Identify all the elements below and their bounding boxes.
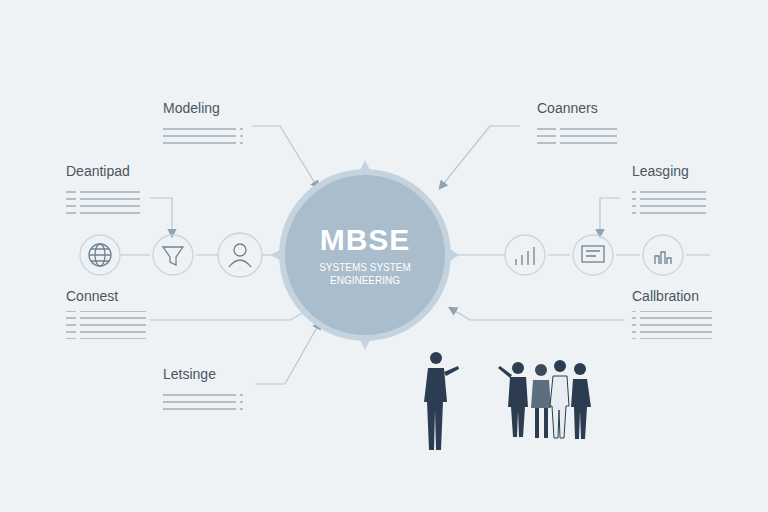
- center-circle: MBSE SYSTEMS SYSTEM ENGINEERING: [285, 175, 445, 335]
- ring-ticks: [270, 160, 460, 350]
- node-title: MBSE: [320, 223, 411, 257]
- section-heading: Modeling: [163, 100, 220, 116]
- section-heading: Coanners: [537, 100, 598, 116]
- node-subtitle: SYSTEMS SYSTEM ENGINEERING: [305, 261, 425, 287]
- section-heading: Connest: [66, 288, 118, 304]
- leader-lines: [120, 126, 710, 384]
- section-heading: Deantipad: [66, 163, 130, 179]
- body-text-bars: [66, 123, 712, 410]
- section-heading: Leasging: [632, 163, 689, 179]
- section-heading: Callbration: [632, 288, 699, 304]
- people: [424, 352, 591, 450]
- section-heading: Letsinge: [163, 366, 216, 382]
